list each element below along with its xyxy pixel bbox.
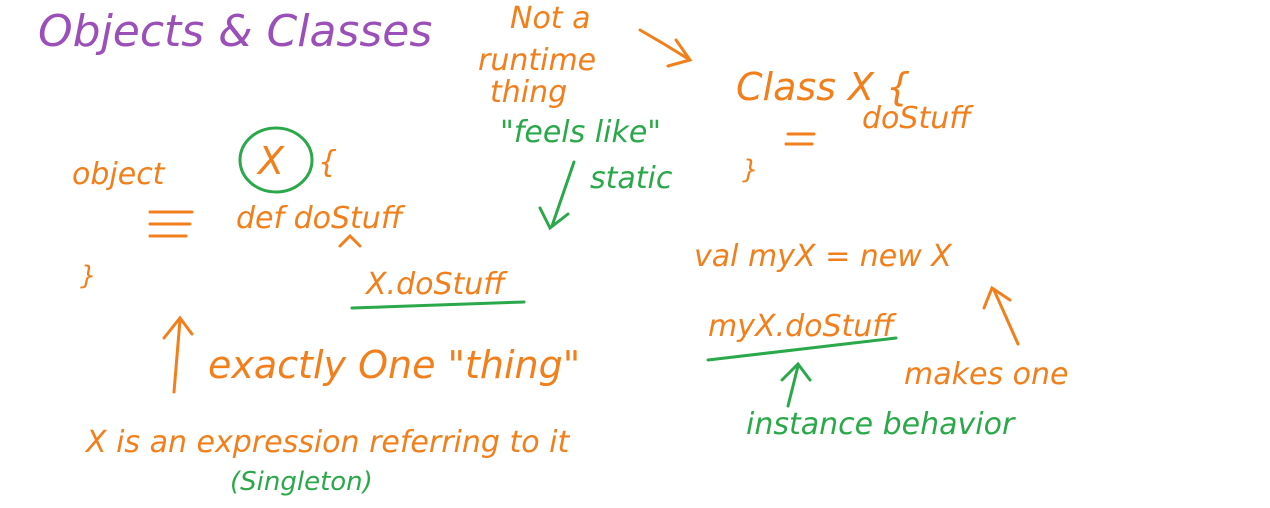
equals-mark <box>148 210 194 238</box>
instance-arrow <box>780 361 812 408</box>
object-open-brace: { <box>318 145 337 180</box>
exactly-one: exactly One "thing" <box>208 343 580 387</box>
object-close-brace: } <box>80 261 97 291</box>
feels-like-arrow <box>538 160 576 231</box>
pointer-to-class-arrow <box>638 28 693 68</box>
def-line: def doStuff <box>236 201 406 236</box>
instance-behavior: instance behavior <box>746 407 1016 442</box>
up-arrow-to-def <box>338 233 362 248</box>
class-equals-mark <box>784 132 816 146</box>
feels-like-line1: "feels like" <box>500 115 661 150</box>
not-runtime-line1: Not a <box>510 1 590 36</box>
feels-like-line2: static <box>590 161 673 196</box>
class-close: } <box>742 155 759 185</box>
not-runtime-line2: runtime <box>478 43 596 78</box>
object-name-circle <box>238 126 314 194</box>
call-x: X.doStuff <box>364 267 508 302</box>
title: Objects & Classes <box>38 6 432 57</box>
makes-one-arrow <box>982 285 1020 346</box>
x-expression: X is an expression referring to it <box>84 425 570 460</box>
not-runtime-line3: thing <box>490 75 567 110</box>
exactly-one-arrow <box>162 315 194 394</box>
call-x-underline <box>350 300 526 310</box>
singleton: (Singleton) <box>230 467 373 497</box>
myx-call-underline <box>706 336 898 362</box>
makes-one: makes one <box>904 357 1068 392</box>
class-body: doStuff <box>862 101 974 136</box>
object-label: object <box>72 157 166 192</box>
class-header: Class X { <box>736 65 910 109</box>
object-name: X <box>256 139 285 183</box>
myx-call: myX.doStuff <box>708 309 897 344</box>
val-line: val myX = new X <box>694 239 953 274</box>
